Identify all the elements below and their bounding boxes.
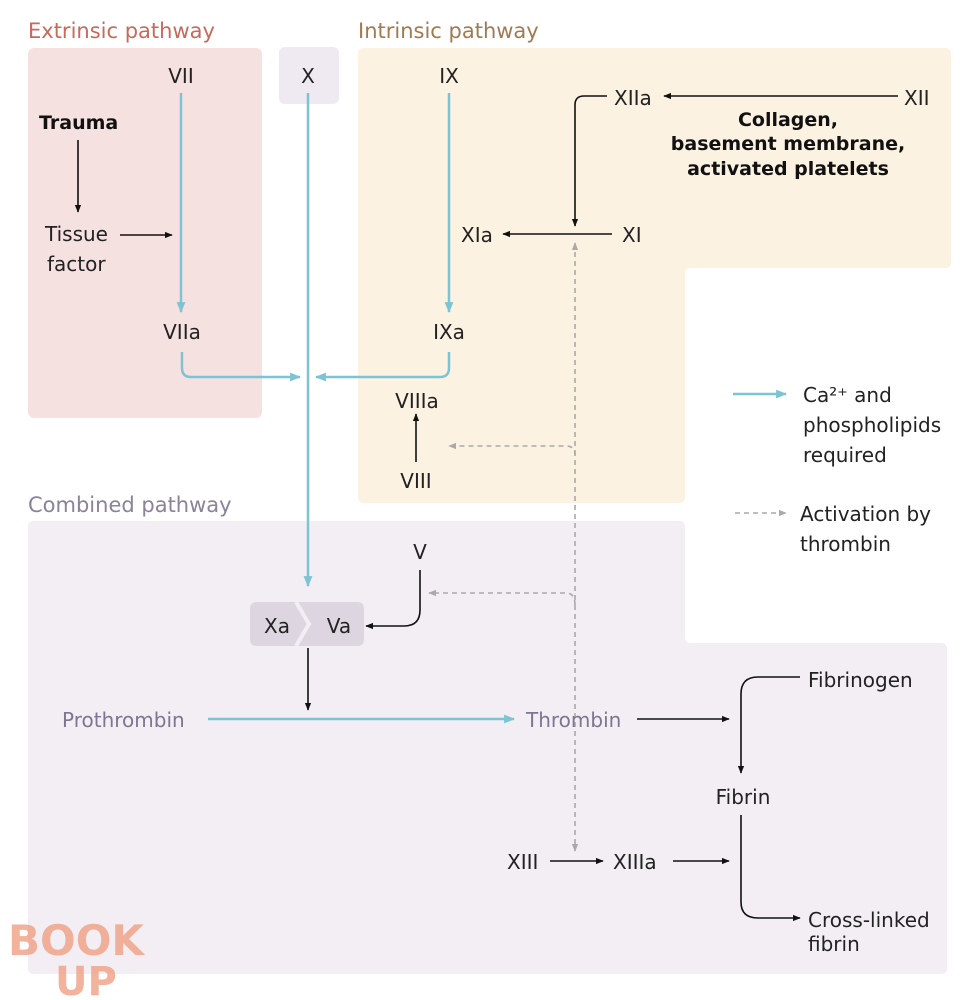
legend-thrombin-line2: thrombin <box>800 532 891 556</box>
node-xia: XIa <box>461 223 493 247</box>
combined-pathway-header: Combined pathway <box>28 493 232 517</box>
node-tissue-factor-line2: factor <box>47 252 106 276</box>
node-vii: VII <box>168 64 193 88</box>
node-viia: VIIa <box>163 320 201 344</box>
extrinsic-pathway-header: Extrinsic pathway <box>28 19 215 43</box>
extrinsic-region <box>28 48 262 418</box>
arrow-v-va <box>365 570 421 630</box>
node-xa: Xa <box>264 614 290 638</box>
node-ix: IX <box>439 64 459 88</box>
node-viiia: VIIIa <box>395 389 439 413</box>
node-xi: XI <box>622 223 642 247</box>
combined-region <box>28 521 947 974</box>
node-xii: XII <box>904 86 930 110</box>
node-va: Va <box>327 614 351 638</box>
legend-ca-line2: phospholipids <box>803 413 941 437</box>
watermark-logo-line1: BOOK <box>8 916 145 965</box>
node-crosslinked-line2: fibrin <box>808 932 860 956</box>
arrow-fibrinogen-fibrin <box>737 676 800 774</box>
arrow-viia-x <box>180 352 302 382</box>
x-factor-box <box>279 47 339 104</box>
node-fibrinogen: Fibrinogen <box>808 668 913 692</box>
node-ixa: IXa <box>433 320 465 344</box>
dashed-thrombin-viii <box>448 442 576 600</box>
node-x: X <box>301 64 315 88</box>
arrow-ixa-x <box>314 352 451 382</box>
node-collagen-line2: basement membrane, <box>671 133 905 155</box>
node-crosslinked-line1: Cross-linked <box>808 908 930 932</box>
intrinsic-region <box>358 48 951 503</box>
node-v: V <box>413 540 427 564</box>
node-xiiia: XIIIa <box>613 850 657 874</box>
node-fibrin: Fibrin <box>716 785 771 809</box>
dashed-thrombin-v <box>428 589 576 606</box>
node-xiia: XIIa <box>614 86 652 110</box>
legend-thrombin-line1: Activation by <box>800 502 931 526</box>
watermark-logo-line2: UP <box>55 959 117 1000</box>
arrow-xiia-xi <box>571 95 607 227</box>
node-viii: VIII <box>400 469 431 493</box>
node-trauma: Trauma <box>39 112 118 134</box>
arrow-fibrin-crosslinked <box>740 815 801 922</box>
node-xiii: XIII <box>507 850 538 874</box>
node-prothrombin: Prothrombin <box>62 708 185 732</box>
intrinsic-pathway-header: Intrinsic pathway <box>358 19 539 43</box>
node-collagen-line1: Collagen, <box>738 109 838 131</box>
legend-ca-line3: required <box>803 443 887 467</box>
node-thrombin: Thrombin <box>525 708 621 732</box>
legend-ca-line1: Ca²⁺ and <box>803 383 892 407</box>
node-tissue-factor-line1: Tissue <box>44 222 108 246</box>
node-collagen-line3: activated platelets <box>687 158 889 180</box>
xa-va-chevron <box>294 600 312 648</box>
